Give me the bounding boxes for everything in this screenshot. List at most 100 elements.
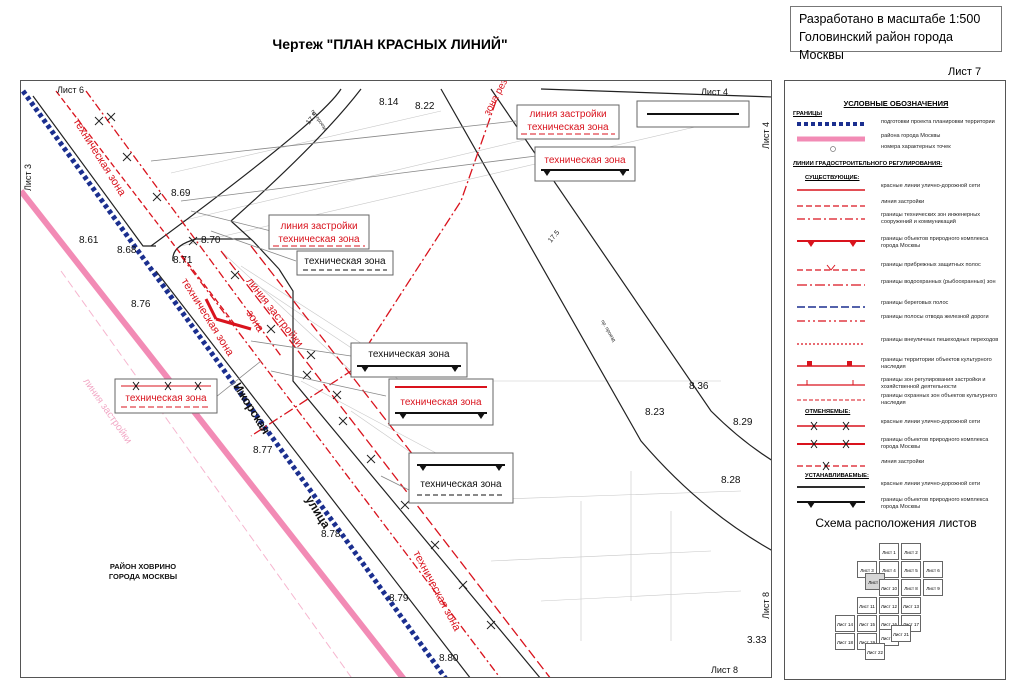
- legend-symbol: [797, 501, 865, 508]
- point-label: 8.68: [117, 245, 137, 256]
- thick-red-segments: [204, 298, 252, 331]
- drawing-title: Чертеж "ПЛАН КРАСНЫХ ЛИНИЙ": [272, 36, 508, 52]
- scheme-sheet[interactable]: Лист 22: [865, 643, 885, 660]
- sheet-label: Лист 8: [761, 592, 771, 619]
- project-boundary: [21, 89, 448, 677]
- scheme-sheet[interactable]: Лист 14: [835, 615, 855, 632]
- scale-line: Разработано в масштабе 1:500: [799, 12, 981, 26]
- legend-text: границы охранных зон объектов культурног…: [881, 393, 998, 406]
- point-label: 8.80: [439, 653, 459, 664]
- legend-row: границы зон регулирования застройки и хо…: [793, 377, 999, 391]
- scheme-sheet[interactable]: Лист 6: [923, 561, 943, 578]
- map-frame[interactable]: 8.14 8.22 8.69 8.70 8.61 8.68 8.71 8.76 …: [20, 80, 772, 678]
- district-line-1: РАЙОН ХОВРИНО: [110, 562, 176, 571]
- scheme-title: Схема расположения листов: [815, 516, 977, 530]
- legend-symbol: [797, 122, 865, 126]
- legend-row: границы водоохранных (рыбоохранных) зон: [793, 279, 999, 293]
- point-label: 8.70: [201, 235, 221, 246]
- legend-row: границы прибрежных защитных полос: [793, 262, 999, 276]
- street-name: Ижорская: [230, 380, 273, 436]
- callout-text: линия застройки: [529, 109, 606, 120]
- legend-symbol: [797, 284, 865, 286]
- callout-tech-zone-crossed: техническая зона: [114, 378, 218, 414]
- callout-build-tech-mid: линия застройки техническая зона: [268, 214, 370, 250]
- legend-symbol: [797, 361, 865, 367]
- callout-tech-zone-bottom: техническая зона: [408, 452, 514, 504]
- legend-panel: УСЛОВНЫЕ ОБОЗНАЧЕНИЯ ГРАНИЦЫ подготовки …: [784, 80, 1006, 680]
- callout-text: техническая зона: [125, 393, 207, 404]
- scheme-sheet[interactable]: Лист 2: [901, 543, 921, 560]
- legend-text: района города Москвы: [881, 133, 941, 139]
- legend-title: УСЛОВНЫЕ ОБОЗНАЧЕНИЯ: [843, 99, 949, 108]
- legend-row: красные линии улично-дорожной сети: [793, 183, 999, 197]
- point-label: 8.14: [379, 97, 399, 108]
- point-label: 8.61: [79, 235, 99, 246]
- legend-row: линия застройки: [793, 199, 999, 213]
- legend-boundaries-head: ГРАНИЦЫ: [793, 111, 823, 117]
- scheme-sheet[interactable]: Лист 9: [923, 579, 943, 596]
- scheme-sheet[interactable]: Лист 5: [901, 561, 921, 578]
- legend-text: границы береговых полос: [881, 300, 949, 306]
- district-line-2: ГОРОДА МОСКВЫ: [109, 572, 177, 581]
- legend-existing-head: СУЩЕСТВУЮЩИЕ:: [805, 175, 860, 181]
- legend-symbol: [797, 320, 865, 322]
- scheme-sheet[interactable]: Лист 1: [879, 543, 899, 560]
- legend-row: границы технических зон инженерных соору…: [793, 212, 999, 226]
- callout-tech-zone-red-triangles: техническая зона: [388, 378, 494, 426]
- legend-symbol: [797, 189, 865, 191]
- faint-build-line: [60, 270, 352, 677]
- legend-row: района города Москвы: [793, 133, 999, 147]
- scheme-sheet[interactable]: Лист 18: [835, 633, 855, 650]
- sheet-label: Лист 6: [57, 85, 84, 95]
- tech-zone-rotated-label: техническая зона: [410, 549, 463, 634]
- legend-row: линия застройки: [793, 459, 999, 473]
- leader-lines: [150, 120, 537, 492]
- legend-text: границы прибрежных защитных полос: [881, 262, 981, 268]
- point-label: 8.79: [389, 593, 409, 604]
- dimension-label: 17.5: [547, 229, 561, 244]
- legend-symbol: [797, 439, 865, 449]
- legend-symbol: [797, 486, 865, 488]
- scheme-sheet[interactable]: Лист 15: [857, 615, 877, 632]
- callout-black-line: [636, 100, 750, 128]
- legend-symbol: [797, 421, 865, 431]
- legend-row: границы территории объектов культурного …: [793, 357, 999, 371]
- point-label: 8.22: [415, 101, 435, 112]
- legend-symbol: [797, 264, 865, 271]
- point-label: 8.69: [171, 188, 191, 199]
- legend-symbol: [830, 146, 836, 152]
- scheme-sheet[interactable]: Лист 12: [879, 597, 899, 614]
- legend-text: границы территории объектов культурного …: [881, 357, 992, 370]
- callout-build-tech-top: линия застройки техническая зона: [516, 104, 620, 140]
- callout-text: техническая зона: [368, 349, 450, 360]
- scheme-sheet[interactable]: Лист 21: [891, 625, 911, 642]
- scheme-sheet[interactable]: Лист 10: [879, 579, 899, 596]
- scheme-sheet[interactable]: Лист 8: [901, 579, 921, 596]
- legend-text: границы внеуличных пешеходных переходов: [881, 337, 999, 343]
- legend-text: границы объектов природного комплекса го…: [881, 497, 989, 510]
- legend-row: границы объектов природного комплекса го…: [793, 437, 999, 451]
- callout-text: техническая зона: [304, 256, 386, 267]
- district-boundary: [21, 189, 406, 677]
- zone-rotated-label: зона: [243, 308, 266, 335]
- legend-symbol: [797, 205, 865, 207]
- map-drawing: 8.14 8.22 8.69 8.70 8.61 8.68 8.71 8.76 …: [21, 81, 771, 677]
- point-label: 8.23: [645, 407, 665, 418]
- cross-marks: [94, 112, 496, 630]
- legend-row: границы объектов природного комплекса го…: [793, 236, 999, 250]
- callout-tech-zone-black: техническая зона: [296, 250, 394, 276]
- legend-text: подготовки проекта планировки территории: [881, 119, 995, 125]
- legend-cancelled-head: ОТМЕНЯЕМЫЕ:: [805, 409, 851, 415]
- point-label: 8.71: [173, 255, 193, 266]
- point-label: 8.28: [721, 475, 741, 486]
- legend-symbol: [797, 136, 865, 142]
- scheme-sheet[interactable]: Лист 13: [901, 597, 921, 614]
- road-edges: [32, 88, 771, 677]
- callout-text: техническая зона: [420, 479, 502, 490]
- point-label: 8.78: [321, 529, 341, 540]
- legend-text: границы водоохранных (рыбоохранных) зон: [881, 279, 996, 285]
- legend-symbol: [797, 461, 865, 471]
- legend-row: границы береговых полос: [793, 300, 999, 314]
- callout-tech-zone-triangles: техническая зона: [534, 146, 636, 182]
- scheme-sheet[interactable]: Лист 11: [857, 597, 877, 614]
